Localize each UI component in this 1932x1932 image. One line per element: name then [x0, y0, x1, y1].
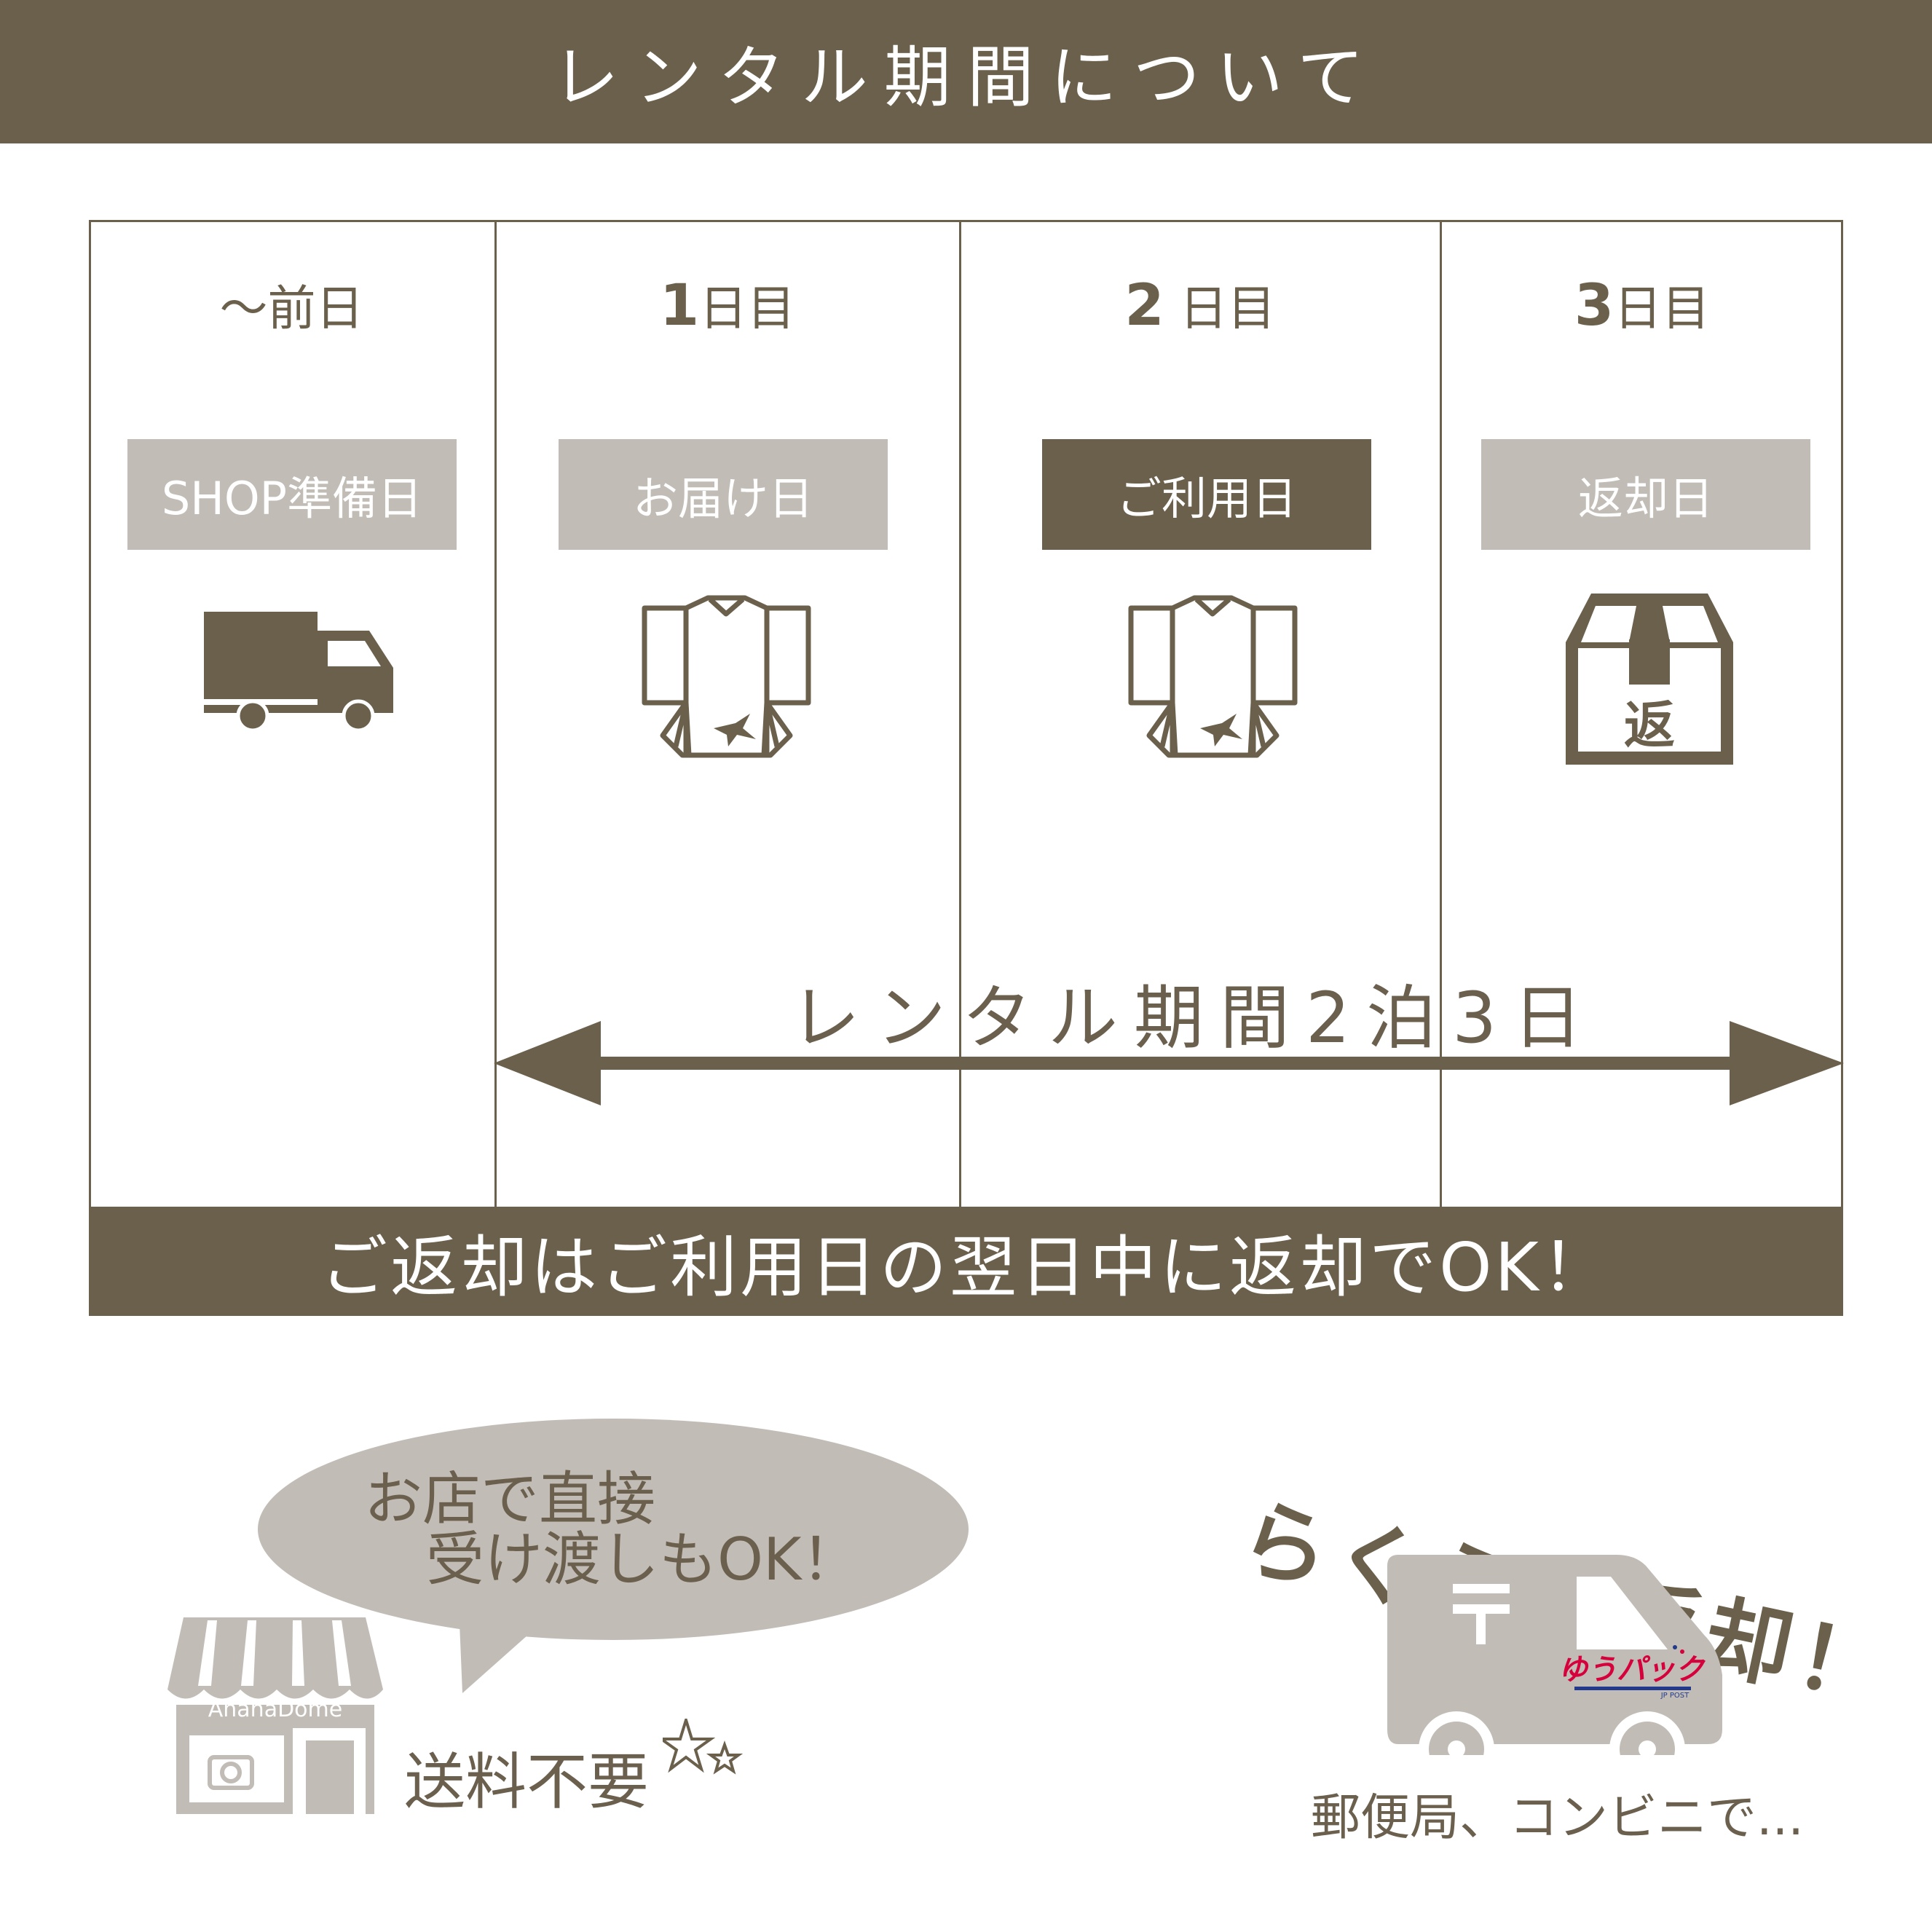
- day-suffix: 〜前日: [219, 280, 364, 336]
- page-header: レンタル期間について: [0, 0, 1932, 143]
- page-title: レンタル期間について: [551, 39, 1381, 117]
- speech-bubble: [258, 1419, 969, 1693]
- column-divider: [1440, 220, 1442, 1210]
- day-number: 1: [659, 273, 700, 339]
- store-icon: AhahaDome: [167, 1617, 383, 1814]
- return-box-icon: [1566, 594, 1733, 765]
- double-arrow-icon: [494, 1021, 1844, 1105]
- stars-icon: [663, 1719, 743, 1775]
- day-heading-3: 3日目: [1441, 269, 1843, 342]
- post-caption: 郵便局、コンビニで...: [1311, 1789, 1804, 1847]
- rental-period-text: レンタル期間2泊3日: [790, 977, 1599, 1059]
- day-number: 3: [1574, 273, 1614, 339]
- column-divider: [959, 220, 961, 1210]
- day-suffix: 日目: [699, 280, 796, 336]
- return-note-bar: ご返却はご利用日の翌日中に返却でOK！: [89, 1207, 1843, 1316]
- box-label: 返: [1624, 695, 1675, 755]
- label-use-day: ご利用日: [1042, 439, 1371, 550]
- label-shop-prep: SHOP準備日: [127, 439, 457, 550]
- store-brand: AhahaDome: [208, 1697, 342, 1722]
- kimono-icon: [1128, 595, 1298, 758]
- day-heading-before: 〜前日: [89, 269, 494, 342]
- day-heading-2: 2 日目: [961, 269, 1440, 342]
- bubble-line-2: 受け渡しもOK！: [426, 1526, 860, 1593]
- kimono-icon: [642, 595, 811, 758]
- return-note: ご返却はご利用日の翌日中に返却でOK！: [320, 1228, 1612, 1306]
- yupack-sub: JP POST: [1660, 1692, 1689, 1700]
- schedule-table: [89, 220, 1843, 1316]
- day-heading-1: 1日目: [496, 269, 959, 342]
- column-divider: [494, 220, 497, 1210]
- shipping-free-text: 送料不要: [404, 1746, 650, 1818]
- day-suffix: 日目: [1614, 280, 1711, 336]
- day-suffix: 日目: [1164, 280, 1276, 336]
- post-van-icon: ゆうパック JP POST: [1387, 1555, 1722, 1755]
- label-return-day: 返却日: [1481, 439, 1810, 550]
- bubble-line-1: お店で直接: [364, 1465, 655, 1533]
- day-number: 2: [1124, 273, 1164, 339]
- label-delivery: お届け日: [559, 439, 888, 550]
- yupack-logo: ゆうパック: [1558, 1653, 1706, 1687]
- delivery-truck-icon: [204, 612, 393, 732]
